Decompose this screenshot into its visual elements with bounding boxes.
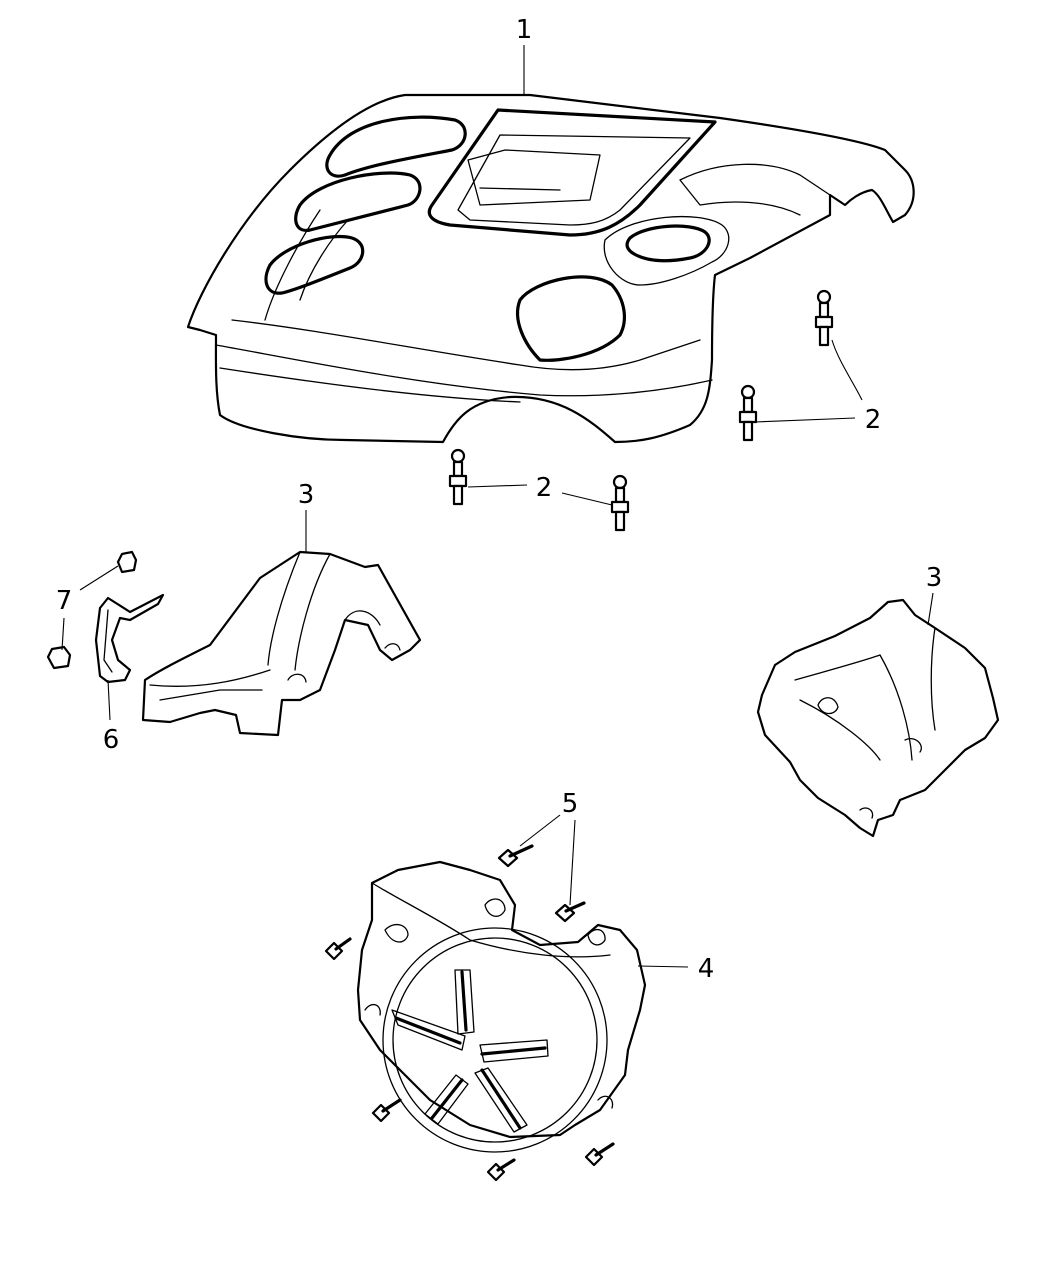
callout-7: 7 — [56, 586, 73, 616]
callout-2-center: 2 — [536, 473, 553, 503]
engine-cover — [186, 93, 915, 444]
callout-1: 1 — [516, 15, 533, 45]
bolt-6 — [584, 1142, 615, 1167]
bolt-5 — [486, 1158, 516, 1182]
bolt-3 — [324, 937, 352, 961]
leader-lines — [61, 45, 934, 968]
ball-stud-3 — [448, 448, 468, 506]
callout-2-right: 2 — [865, 405, 882, 435]
clip-nut-2 — [46, 645, 72, 670]
callout-labels: 1 2 2 3 3 4 5 6 7 — [56, 15, 943, 984]
callout-5: 5 — [562, 789, 579, 819]
front-cover — [356, 860, 647, 1153]
callout-4: 4 — [698, 954, 715, 984]
ball-stud-4 — [610, 474, 630, 532]
right-shield — [756, 598, 1000, 838]
ball-stud-1 — [814, 289, 834, 347]
bolt-2 — [554, 901, 586, 923]
callout-3-left: 3 — [298, 480, 315, 510]
bracket — [94, 593, 165, 684]
left-shield — [141, 550, 422, 737]
bolt-1 — [497, 844, 534, 868]
ball-stud-2 — [738, 384, 758, 442]
callout-6: 6 — [103, 725, 120, 755]
callout-3-right: 3 — [926, 563, 943, 593]
bolt-4 — [371, 1098, 402, 1123]
clip-nut-1 — [116, 550, 138, 574]
